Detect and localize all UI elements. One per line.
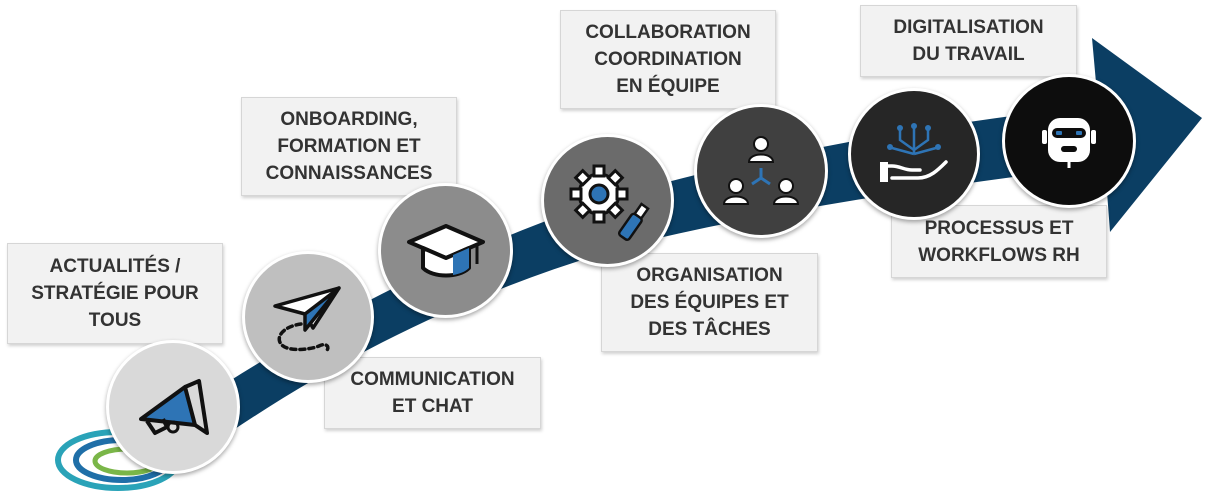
step-label-line: EN ÉQUIPE <box>616 76 720 97</box>
step-circle-4 <box>541 134 674 267</box>
paper-plane-icon <box>273 286 341 354</box>
step-label-line: PROCESSUS ET <box>924 217 1074 239</box>
megaphone-icon <box>139 379 209 435</box>
step-label-organisation: ORGANISATION DES ÉQUIPES ET DES TÂCHES <box>601 253 818 352</box>
step-label-line: CONNAISSANCES <box>265 163 433 184</box>
step-circle-3 <box>378 183 513 318</box>
step-label-line: ONBOARDING, <box>280 109 418 130</box>
team-network-icon <box>722 136 800 205</box>
step-label-line: TOUS <box>88 310 142 331</box>
gear-tool-icon <box>569 164 650 241</box>
step-circle-6 <box>848 88 980 220</box>
step-label-line: ACTUALITÉS / <box>49 256 181 277</box>
step-label-line: COMMUNICATION <box>350 369 515 390</box>
robot-icon <box>1042 118 1096 168</box>
step-label-line: ORGANISATION <box>636 265 783 286</box>
step-circle-2 <box>242 251 374 383</box>
step-label-line: ET CHAT <box>392 396 473 417</box>
step-label-line: FORMATION ET <box>277 136 421 157</box>
step-label-digitalisation: DIGITALISATION DU TRAVAIL <box>860 5 1077 77</box>
step-label-line: WORKFLOWS RH <box>918 244 1080 266</box>
step-label-line: DES ÉQUIPES ET <box>630 292 789 313</box>
hand-circuit-icon <box>880 123 948 182</box>
step-circle-5 <box>694 104 828 238</box>
step-label-line: COLLABORATION <box>585 22 751 43</box>
step-label-communication: COMMUNICATION ET CHAT <box>324 357 541 429</box>
step-label-onboarding: ONBOARDING, FORMATION ET CONNAISSANCES <box>241 97 457 196</box>
step-label-line: DU TRAVAIL <box>912 44 1025 65</box>
step-label-line: DES TÂCHES <box>648 319 771 340</box>
step-label-line: STRATÉGIE POUR <box>31 283 199 304</box>
graduation-cap-icon <box>406 223 485 277</box>
step-circle-1 <box>106 340 240 474</box>
step-circle-7 <box>1002 74 1136 208</box>
step-label-line: COORDINATION <box>594 49 742 70</box>
step-label-collaboration: COLLABORATION COORDINATION EN ÉQUIPE <box>560 10 776 109</box>
step-label-actualites: ACTUALITÉS / STRATÉGIE POUR TOUS <box>7 243 223 344</box>
step-label-line: DIGITALISATION <box>893 17 1044 38</box>
